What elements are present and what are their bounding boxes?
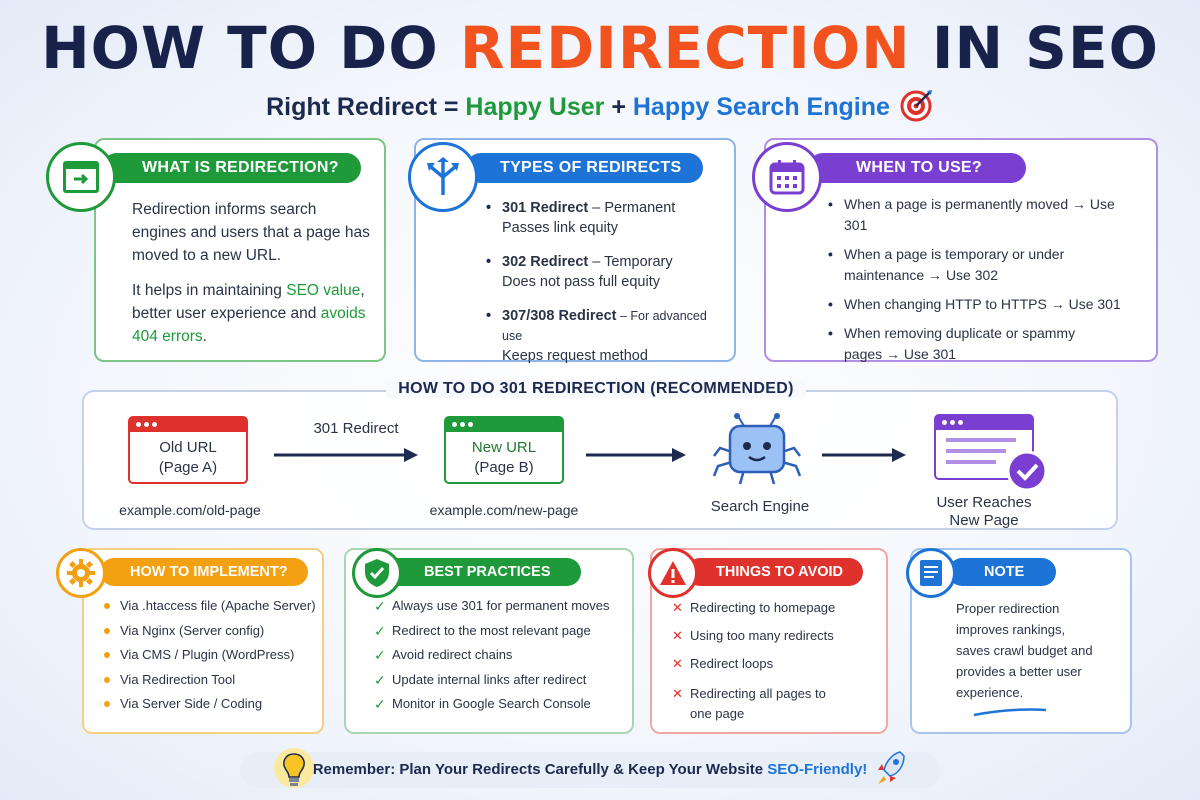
- new-url-label: example.com/new-page: [429, 502, 579, 518]
- list-item: 307/308 Redirect – For advanced useKeeps…: [484, 306, 730, 366]
- list-item: When a page is permanently moved → Use 3…: [826, 194, 1126, 236]
- things-to-avoid-list: Redirecting to homepage Using too many r…: [670, 600, 846, 733]
- lightbulb-icon: [274, 748, 314, 788]
- redirect-label: 301 Redirect: [313, 420, 399, 437]
- what-is-redirection-title: WHAT IS REDIRECTION?: [102, 153, 361, 183]
- list-item: Via Redirection Tool: [100, 672, 320, 688]
- user-new-page-browser: [934, 414, 1034, 480]
- arrow-icon: [586, 448, 686, 462]
- rocket-icon: [878, 751, 905, 784]
- warning-icon: [648, 548, 698, 598]
- underline-squiggle-icon: [973, 708, 1047, 717]
- list-item: Avoid redirect chains: [372, 647, 628, 663]
- target-icon: [900, 88, 934, 129]
- old-url-line2: (Page A): [158, 459, 218, 476]
- browser-redirect-icon: [46, 142, 116, 212]
- when-to-use-title: WHEN TO USE?: [808, 153, 1026, 183]
- list-item: Via .htaccess file (Apache Server): [100, 598, 320, 614]
- best-practices-title: BEST PRACTICES: [380, 558, 581, 586]
- old-url-line1: Old URL: [159, 439, 217, 456]
- list-item: When removing duplicate or spammy pages …: [826, 323, 1106, 365]
- split-arrows-icon: [408, 142, 478, 212]
- list-item: Redirecting all pages to one page: [670, 684, 846, 724]
- footer-reminder: Remember: Plan Your Redirects Carefully …: [240, 752, 940, 788]
- list-item: Redirect loops: [670, 656, 846, 672]
- list-item: When changing HTTP to HTTPS → Use 301: [826, 294, 1126, 315]
- list-item: When a page is temporary or under mainte…: [826, 244, 1066, 286]
- search-engine-label: Search Engine: [710, 498, 810, 515]
- arrow-icon: [274, 448, 418, 462]
- list-item: Via Server Side / Coding: [100, 696, 320, 712]
- search-engine-bot-icon: [712, 413, 802, 485]
- types-of-redirects-title: TYPES OF REDIRECTS: [466, 153, 704, 183]
- list-item: Redirect to the most relevant page: [372, 623, 628, 639]
- document-icon: [906, 548, 956, 598]
- list-item: Monitor in Google Search Console: [372, 696, 628, 712]
- checkmark-icon: [1006, 450, 1048, 492]
- implement-list: Via .htaccess file (Apache Server) Via N…: [100, 598, 320, 721]
- title-highlight: REDIRECTION: [459, 14, 911, 82]
- note-title: NOTE: [948, 558, 1057, 586]
- best-practices-list: Always use 301 for permanent moves Redir…: [372, 598, 628, 721]
- old-url-label: example.com/old-page: [119, 502, 261, 518]
- list-item: Redirecting to homepage: [670, 600, 846, 616]
- list-item: Update internal links after redirect: [372, 672, 628, 688]
- new-url-line2: (Page B): [474, 459, 534, 476]
- page-subtitle: Right Redirect = Happy User + Happy Sear…: [0, 88, 1200, 129]
- how-to-implement-title: HOW TO IMPLEMENT?: [100, 558, 308, 586]
- new-url-line1: New URL: [471, 439, 537, 456]
- list-item: Via CMS / Plugin (WordPress): [100, 647, 320, 663]
- list-item: Via Nginx (Server config): [100, 623, 320, 639]
- page-title: HOW TO DO REDIRECTION IN SEO: [41, 14, 1159, 82]
- calendar-icon: [752, 142, 822, 212]
- new-url-browser: New URL (Page B): [444, 416, 564, 484]
- what-is-redirection-text: Redirection informs search engines and u…: [132, 201, 370, 345]
- list-item: Using too many redirects: [670, 628, 846, 644]
- gear-icon: [56, 548, 106, 598]
- things-to-avoid-title: THINGS TO AVOID: [686, 558, 864, 586]
- shield-check-icon: [352, 548, 402, 598]
- when-to-use-list: When a page is permanently moved → Use 3…: [826, 194, 1126, 365]
- flow-title: HOW TO DO 301 REDIRECTION (RECOMMENDED): [386, 380, 806, 398]
- arrow-icon: [822, 448, 906, 462]
- list-item: Always use 301 for permanent moves: [372, 598, 628, 614]
- old-url-browser: Old URL (Page A): [128, 416, 248, 484]
- note-text: Proper redirection improves rankings, sa…: [956, 601, 1093, 700]
